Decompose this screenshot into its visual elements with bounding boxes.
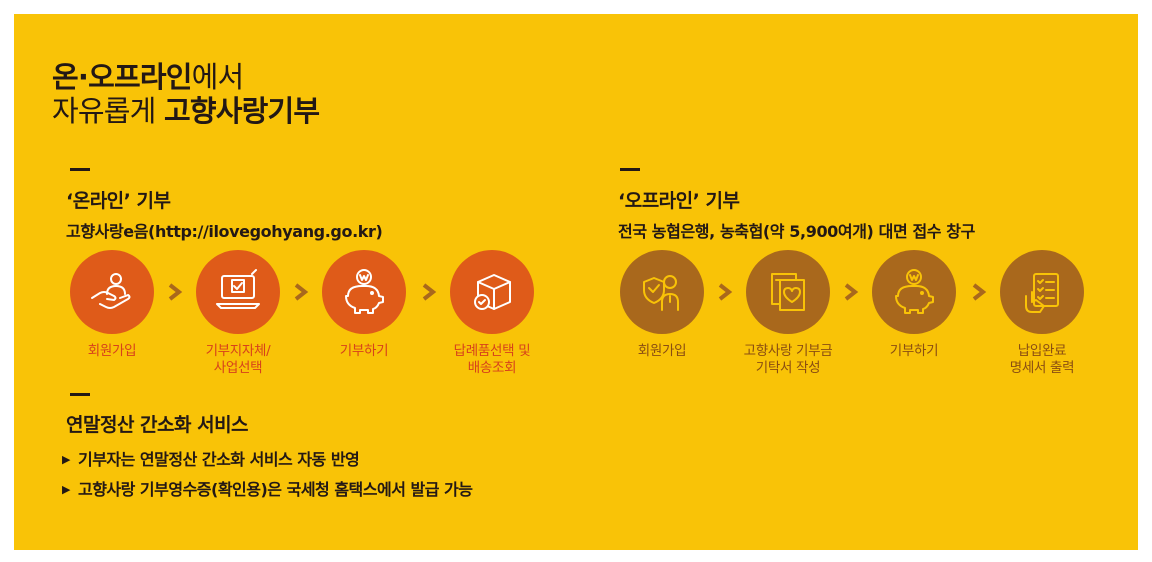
tax-bullet-1-text: 기부자는 연말정산 간소화 서비스 자동 반영 — [77, 450, 360, 469]
tax-title: 연말정산 간소화 서비스 — [66, 414, 249, 436]
online-subtitle: 고향사랑e음(http://ilovegohyang.go.kr) — [66, 222, 383, 241]
chevron-right-icon — [844, 283, 859, 301]
document-heart-icon — [771, 273, 805, 311]
online-title: ‘온라인’ 기부 — [66, 190, 171, 212]
hand-user-icon — [91, 273, 131, 309]
laptop-checklist-icon — [216, 269, 260, 309]
offline-step-receipt — [1000, 250, 1084, 334]
online-step-label-2: 기부지자체/사업선택 — [173, 343, 303, 377]
headline-line-1-normal: 에서 — [191, 60, 245, 94]
chevron-right-icon — [168, 283, 183, 301]
chevron-right-icon — [294, 283, 309, 301]
offline-step-label-1: 회원가입 — [597, 343, 727, 360]
online-step-label-3-line-1: 기부하기 — [339, 343, 389, 359]
offline-step-label-4-line-2: 명세서 출력 — [1009, 360, 1075, 376]
shield-person-icon — [643, 275, 679, 311]
headline-line-2-normal: 자유롭게 — [52, 94, 164, 128]
online-step-label-2-line-1: 기부지자체/ — [205, 343, 271, 359]
hand-checklist-icon — [1025, 273, 1059, 313]
online-step-signup — [70, 250, 154, 334]
offline-step-label-3: 기부하기 — [849, 343, 979, 360]
online-section-divider — [70, 168, 90, 171]
offline-step-label-3-line-1: 기부하기 — [889, 343, 939, 359]
online-step-gift-select — [450, 250, 534, 334]
online-step-label-1-line-1: 회원가입 — [87, 343, 137, 359]
tax-bullet-1: ▶ 기부자는 연말정산 간소화 서비스 자동 반영 — [62, 446, 360, 470]
online-step-label-3: 기부하기 — [299, 343, 429, 360]
offline-step-signup — [620, 250, 704, 334]
offline-step-label-4-line-1: 납입완료 — [1017, 343, 1067, 359]
tax-bullet-2: ▶ 고향사랑 기부영수증(확인용)은 국세청 홈택스에서 발급 가능 — [62, 476, 473, 500]
offline-step-label-1-line-1: 회원가입 — [637, 343, 687, 359]
triangle-right-icon: ▶ — [62, 483, 70, 496]
offline-step-document — [746, 250, 830, 334]
offline-title: ‘오프라인’ 기부 — [618, 190, 740, 212]
tax-section-divider — [70, 393, 90, 396]
online-step-donate — [322, 250, 406, 334]
tax-bullet-2-text: 고향사랑 기부영수증(확인용)은 국세청 홈택스에서 발급 가능 — [77, 480, 473, 499]
chevron-right-icon — [718, 283, 733, 301]
chevron-right-icon — [972, 283, 987, 301]
piggy-bank-won-icon — [345, 269, 384, 314]
box-check-icon — [474, 274, 511, 310]
headline-line-2: 자유롭게 고향사랑기부 — [52, 94, 320, 128]
headline-line-2-bold: 고향사랑기부 — [163, 94, 320, 128]
online-step-label-2-line-2: 사업선택 — [213, 360, 263, 376]
online-step-label-4-line-1: 답례품선택 및 — [453, 343, 531, 359]
offline-section-divider — [620, 168, 640, 171]
piggy-bank-won-icon — [895, 269, 934, 314]
offline-subtitle: 전국 농협은행, 농축협(약 5,900여개) 대면 접수 창구 — [618, 222, 975, 241]
online-step-label-1: 회원가입 — [47, 343, 177, 360]
online-step-region-select — [196, 250, 280, 334]
headline-line-1-bold: 온·오프라인 — [52, 60, 192, 94]
headline: 온·오프라인에서 자유롭게 고향사랑기부 — [52, 60, 320, 128]
headline-line-1: 온·오프라인에서 — [52, 60, 319, 94]
chevron-right-icon — [422, 283, 437, 301]
online-step-label-4-line-2: 배송조회 — [467, 360, 517, 376]
triangle-right-icon: ▶ — [62, 453, 70, 466]
offline-step-label-2-line-1: 고향사랑 기부금 — [743, 343, 833, 359]
offline-step-donate — [872, 250, 956, 334]
offline-step-label-2-line-2: 기탁서 작성 — [755, 360, 821, 376]
